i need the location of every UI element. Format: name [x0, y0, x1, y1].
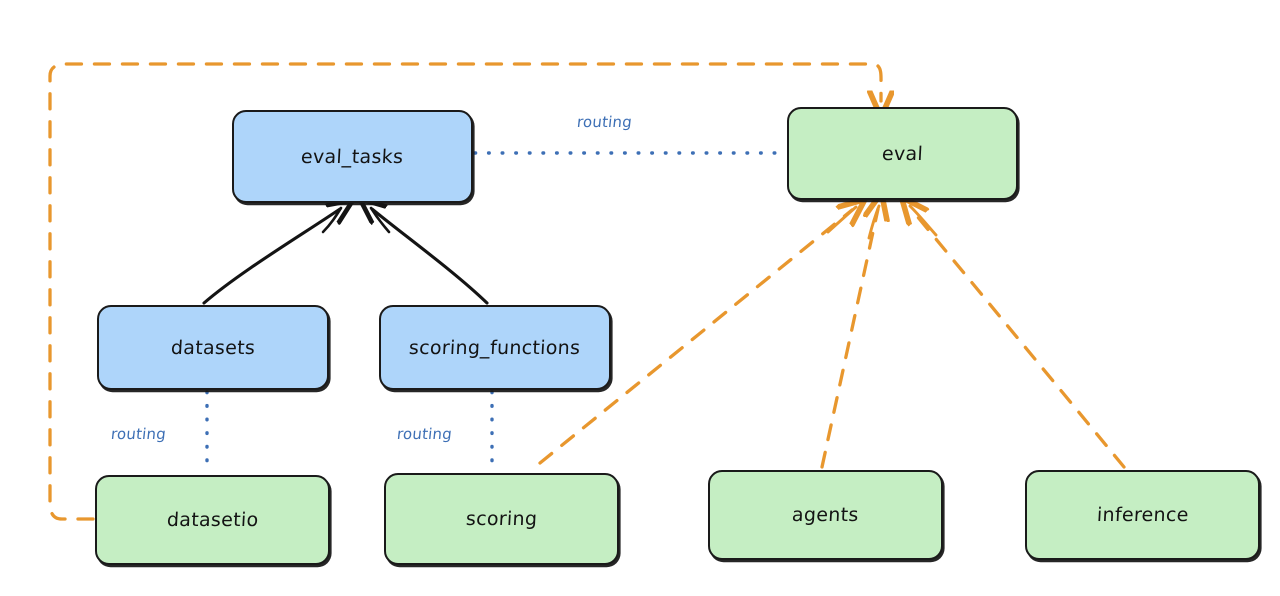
node-eval-tasks[interactable]: eval_tasks — [232, 110, 473, 203]
edge-scoring-arrowhead-extra — [826, 205, 858, 234]
edge-scoring-to-eval — [538, 210, 852, 465]
edge-inference-arrowhead-extra — [908, 204, 938, 237]
edge-scoring-functions-to-eval-tasks — [372, 209, 489, 305]
node-agents[interactable]: agents — [708, 470, 943, 560]
edge-agents-arrowhead-extra — [867, 204, 881, 240]
edge-label-routing-datasets-datasetio: routing — [110, 425, 167, 443]
edge-label-routing-scoring-functions-scoring: routing — [396, 425, 453, 443]
node-label-inference: inference — [1096, 504, 1189, 526]
node-label-datasets: datasets — [170, 336, 256, 359]
node-datasets[interactable]: datasets — [97, 305, 329, 390]
node-label-scoring: scoring — [465, 508, 538, 530]
edge-datasetio-to-eval — [48, 62, 881, 521]
node-label-scoring-functions: scoring_functions — [408, 336, 582, 359]
node-label-agents: agents — [791, 504, 860, 526]
edge-scoring-functions-arrowhead-extra — [369, 206, 391, 234]
node-scoring-functions[interactable]: scoring_functions — [379, 305, 611, 390]
node-inference[interactable]: inference — [1025, 470, 1260, 560]
edge-inference-to-eval — [912, 210, 1126, 469]
node-label-eval-tasks: eval_tasks — [300, 145, 405, 168]
edge-agents-to-eval — [820, 209, 878, 469]
edge-datasets-arrowhead-extra — [321, 206, 343, 234]
node-label-eval: eval — [881, 142, 924, 165]
edge-datasets-to-eval-tasks — [202, 209, 340, 305]
node-eval[interactable]: eval — [787, 107, 1018, 200]
node-label-datasetio: datasetio — [166, 509, 259, 531]
edge-label-routing-eval-tasks-eval: routing — [576, 113, 633, 131]
node-scoring[interactable]: scoring — [384, 473, 619, 565]
node-datasetio[interactable]: datasetio — [95, 475, 330, 565]
